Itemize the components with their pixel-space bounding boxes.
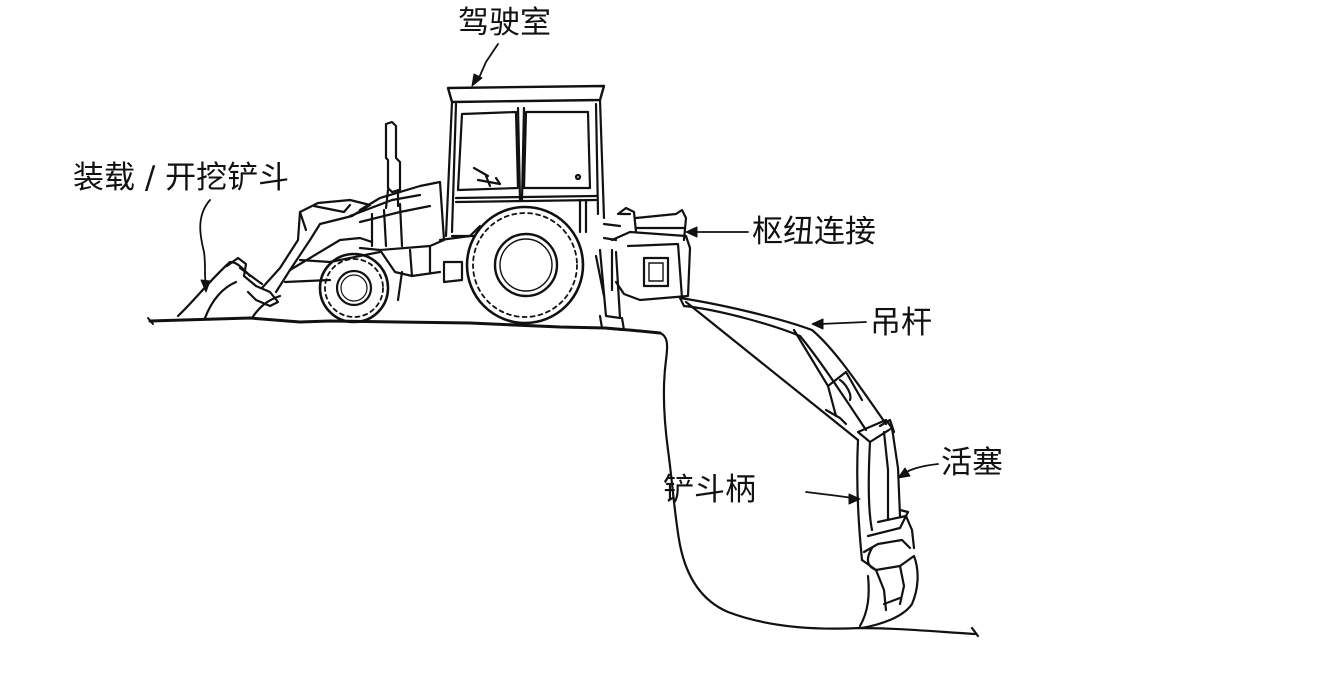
label-piston: 活塞 xyxy=(941,445,1003,481)
rear-wheel xyxy=(467,207,583,323)
label-pivot-joint: 枢纽连接 xyxy=(752,214,876,250)
tractor-body xyxy=(360,182,480,300)
label-loader-bucket: 装载 / 开挖铲斗 xyxy=(73,160,290,196)
ground-and-trench xyxy=(148,318,978,636)
boom-drawing xyxy=(680,298,892,442)
label-dipper-arm: 铲斗柄 xyxy=(663,472,756,508)
label-boom: 吊杆 xyxy=(870,305,932,341)
label-cab: 驾驶室 xyxy=(458,5,551,41)
pivot-joint-drawing xyxy=(604,208,690,300)
stabilizer-leg xyxy=(596,250,624,330)
front-wheel xyxy=(320,254,388,322)
dipper-arm-drawing xyxy=(857,420,917,628)
cab-drawing xyxy=(446,86,604,236)
leader-lines xyxy=(200,44,938,504)
loader-bucket-drawing xyxy=(178,195,430,318)
